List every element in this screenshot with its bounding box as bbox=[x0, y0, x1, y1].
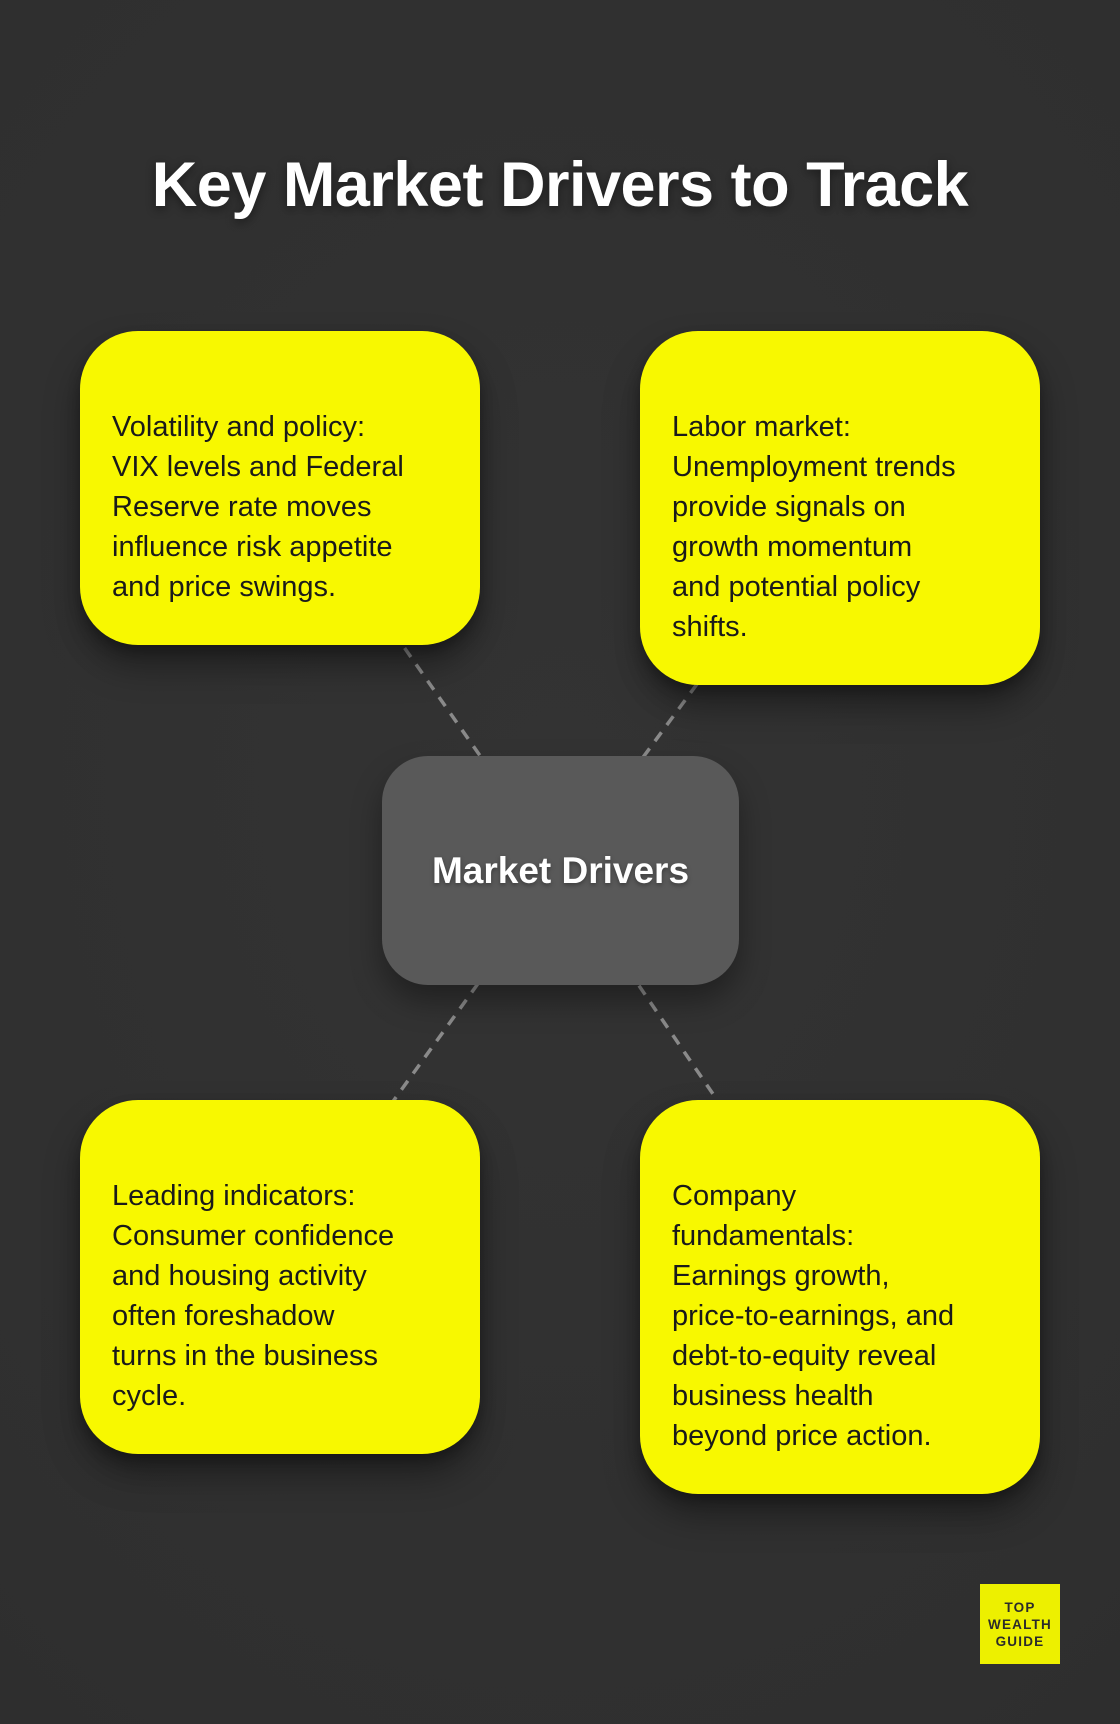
card-leading-indicators-text: Leading indicators: Consumer confidence … bbox=[112, 1180, 395, 1412]
card-leading-indicators: Leading indicators: Consumer confidence … bbox=[80, 1100, 480, 1454]
card-volatility-policy: Volatility and policy: VIX levels and Fe… bbox=[80, 331, 480, 645]
card-labor-market: Labor market: Unemployment trends provid… bbox=[640, 331, 1040, 685]
card-labor-market-text: Labor market: Unemployment trends provid… bbox=[672, 411, 956, 643]
page-title: Key Market Drivers to Track bbox=[151, 150, 969, 221]
card-company-fundamentals: Company fundamentals: Earnings growth, p… bbox=[640, 1100, 1040, 1494]
brand-logo-text: TOP WEALTH GUIDE bbox=[988, 1599, 1052, 1649]
center-node: Market Drivers bbox=[382, 756, 739, 985]
brand-logo: TOP WEALTH GUIDE bbox=[980, 1584, 1060, 1664]
card-company-fundamentals-text: Company fundamentals: Earnings growth, p… bbox=[672, 1180, 955, 1452]
card-volatility-policy-text: Volatility and policy: VIX levels and Fe… bbox=[112, 411, 404, 603]
center-node-label: Market Drivers bbox=[431, 849, 690, 891]
